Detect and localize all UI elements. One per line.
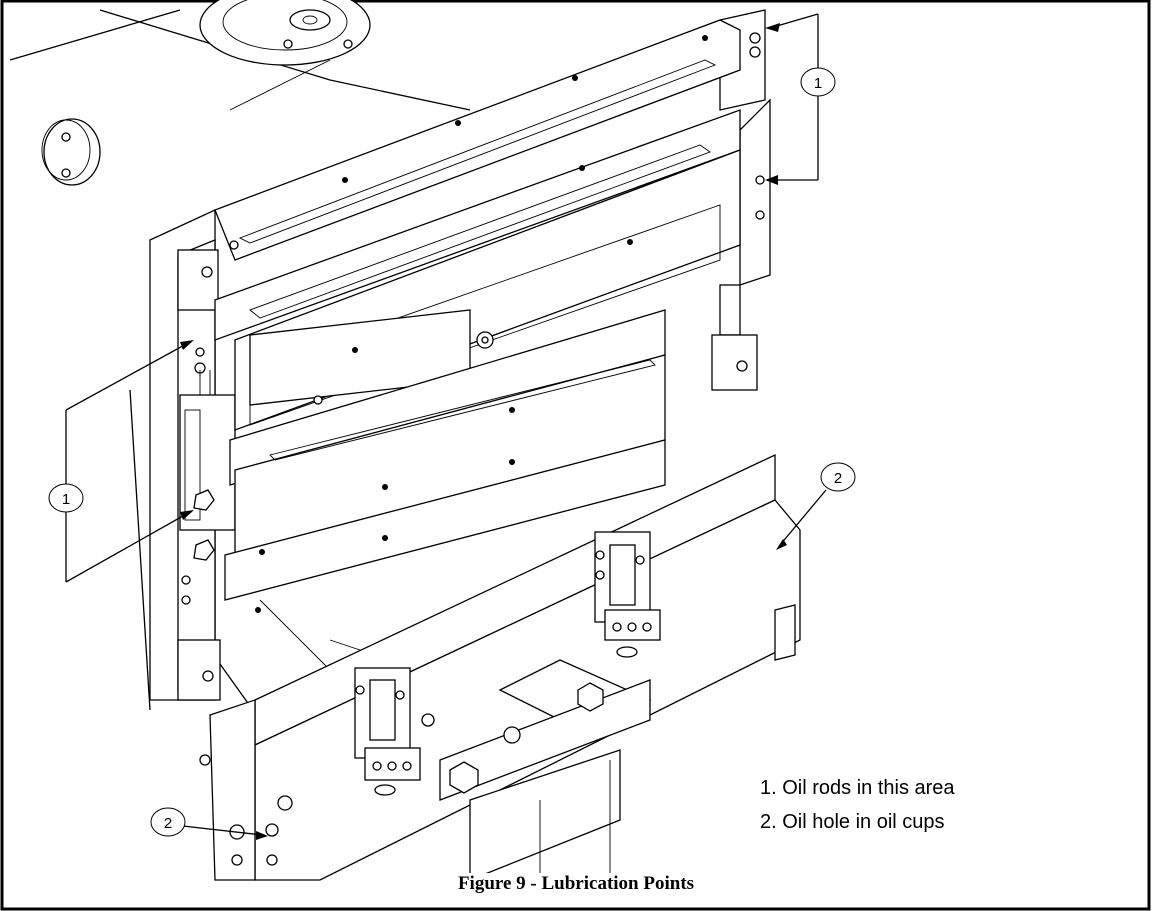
figure-caption: Figure 9 - Lubrication Points xyxy=(454,873,698,894)
callout-2-right: 2 xyxy=(820,462,856,492)
sliding-clamp-left xyxy=(354,667,421,796)
loose-screw xyxy=(199,754,211,766)
legend-item-oil-rods: 1. Oil rods in this area xyxy=(760,777,955,799)
slotted-plates xyxy=(214,19,741,613)
round-cap xyxy=(41,118,101,186)
svg-text:1: 1 xyxy=(814,75,822,92)
sliding-clamp-right xyxy=(594,531,661,658)
figure-caption-wrapper: Figure 9 - Lubrication Points xyxy=(0,873,1152,895)
handwheel xyxy=(199,0,371,66)
svg-text:2: 2 xyxy=(164,815,172,832)
legend: 1. Oil rods in this area 2. Oil hole in … xyxy=(760,771,955,839)
svg-text:1: 1 xyxy=(62,491,70,508)
right-column xyxy=(711,9,771,391)
legend-item-oil-hole: 2. Oil hole in oil cups xyxy=(760,811,945,833)
left-column xyxy=(149,208,236,701)
svg-text:2: 2 xyxy=(834,470,842,487)
callout-1-left: 1 xyxy=(48,483,84,513)
callout-1-top: 1 xyxy=(800,67,836,97)
callout-leaders xyxy=(65,13,827,840)
callout-2-left: 2 xyxy=(150,807,186,837)
